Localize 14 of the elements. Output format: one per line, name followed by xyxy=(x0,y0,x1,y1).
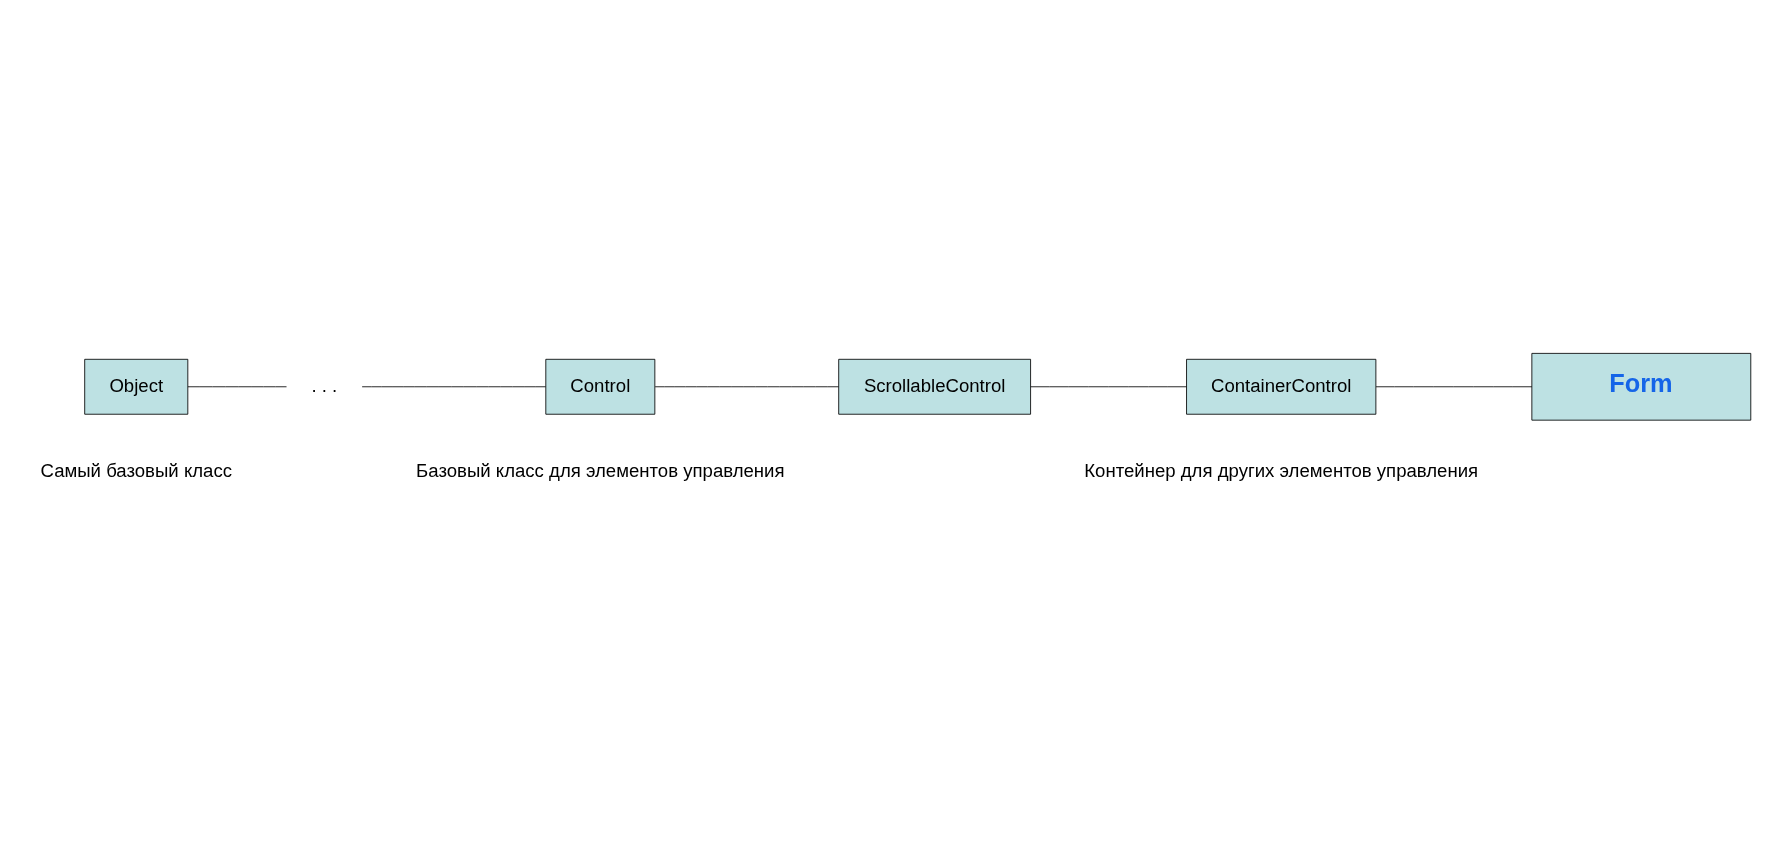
node-text: . . . xyxy=(311,374,338,395)
node-box: ContainerControl xyxy=(1186,358,1377,415)
connector xyxy=(187,385,287,387)
connector xyxy=(1375,385,1533,387)
connector xyxy=(361,385,547,387)
connector xyxy=(654,385,839,387)
connector xyxy=(1030,385,1187,387)
node-box: Form xyxy=(1531,352,1752,421)
node-label: Контейнер для других элементов управления xyxy=(1084,459,1479,481)
node-box: Object xyxy=(84,358,189,415)
node-box: ScrollableControl xyxy=(838,358,1031,415)
node-label: Базовый класс для элементов управления xyxy=(416,459,785,481)
node-box: Control xyxy=(545,358,656,415)
node-label: Самый базовый класс xyxy=(40,459,232,481)
